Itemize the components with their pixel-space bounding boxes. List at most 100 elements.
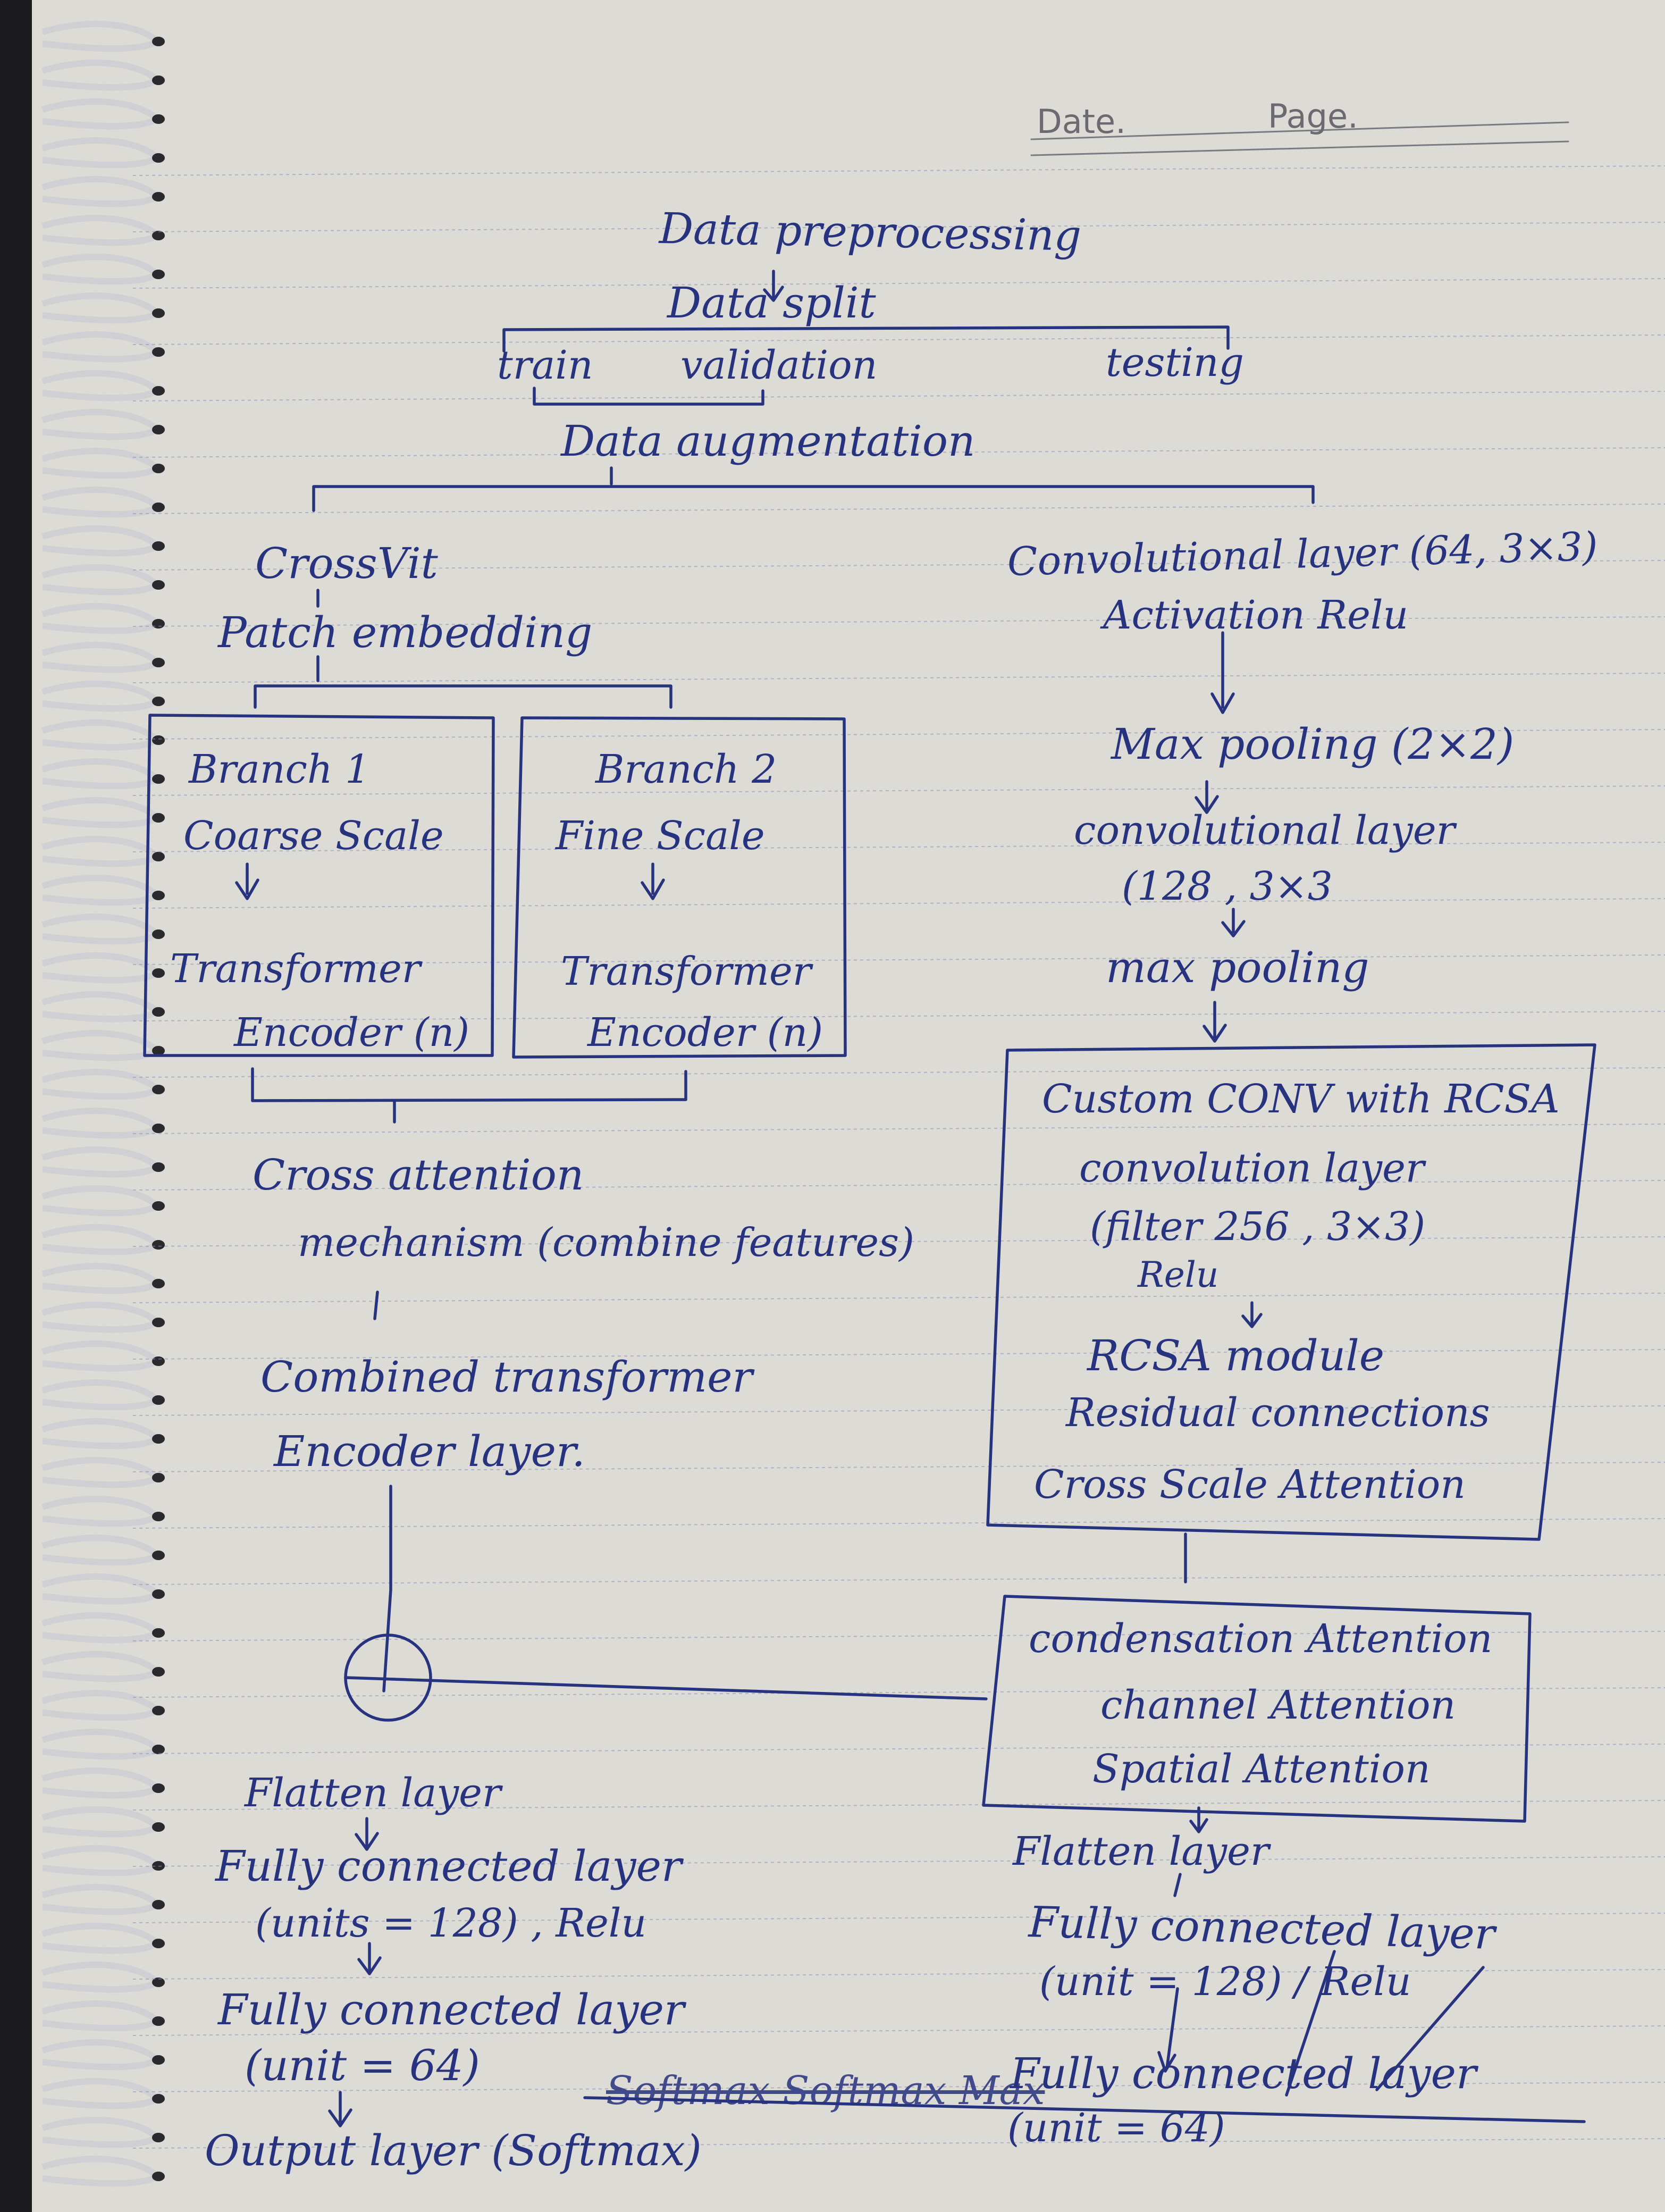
custom-conv-relu: Relu [1138, 1254, 1219, 1295]
ruled-line [132, 447, 1665, 458]
branch2-arrow [641, 862, 665, 900]
custom-conv-filter: (filter 256 , 3×3) [1090, 1204, 1426, 1250]
left-fc2-line2: (unit = 64) [245, 2041, 480, 2090]
combined-stem [382, 1485, 392, 1692]
binding-hole [152, 580, 165, 590]
binding-hole [152, 347, 165, 357]
ruled-line [132, 1969, 1665, 1980]
arrow-preprocessing-to-split [763, 270, 784, 302]
ruled-line [132, 334, 1665, 345]
spiral-binding [41, 21, 165, 2187]
ruled-line [132, 1856, 1665, 1867]
branch2-encoder-line1: Transformer [561, 949, 812, 994]
binding-hole [152, 2016, 165, 2026]
binding-hole [152, 1551, 165, 1560]
validation-label: validation [680, 342, 878, 388]
binding-hole [152, 1667, 165, 1677]
relu-slash [1285, 1950, 1336, 2097]
custom-conv-layer: convolution layer [1079, 1145, 1425, 1191]
output-layer-label: Output layer (Softmax) [205, 2126, 702, 2175]
split-bracket [502, 325, 1230, 353]
binding-hole [152, 425, 165, 434]
binding-hole [152, 308, 165, 318]
binding-hole [152, 37, 165, 46]
right-fc1-line2: (unit = 128) / Relu [1039, 1959, 1411, 2005]
binding-hole [152, 1085, 165, 1094]
arrow-flatten-fc1 [355, 1817, 379, 1851]
ruled-line [132, 1124, 1665, 1134]
header-rule-1 [1030, 121, 1569, 140]
branch-bracket [254, 684, 672, 709]
ruled-line [132, 785, 1665, 796]
crossvit-label: CrossVit [255, 539, 438, 588]
binding-hole [152, 658, 165, 667]
binding-hole [152, 774, 165, 784]
notebook-page [32, 0, 1665, 2212]
binding-hole [152, 1395, 165, 1405]
binding-hole [152, 1356, 165, 1366]
binding-hole [152, 1783, 165, 1793]
ruled-line [132, 560, 1665, 571]
conv1-line2: Activation Relu [1103, 592, 1409, 638]
ruled-line [132, 165, 1665, 176]
maxpool2-label: max pooling [1106, 943, 1369, 992]
left-fc2-line1: Fully connected layer [218, 1985, 685, 2034]
left-fc1-line2: (units = 128) , Relu [255, 1900, 647, 1946]
strike-line [583, 2096, 1586, 2123]
arrow-pool2-custom [1202, 1001, 1227, 1043]
condensation-box [982, 1595, 1532, 1823]
header-rule-2 [1030, 140, 1569, 156]
binding-hole [152, 2133, 165, 2142]
binding-hole [152, 270, 165, 279]
ruled-line [132, 898, 1665, 909]
binding-hole [152, 813, 165, 823]
ruled-lines [132, 165, 1665, 2149]
branch1-encoder-line2: Encoder (n) [234, 1010, 470, 1055]
train-label: train [497, 342, 593, 388]
maxpool1-label: Max pooling (2×2) [1111, 719, 1515, 769]
binding-hole [152, 1512, 165, 1521]
ruled-line [132, 1011, 1665, 1021]
ruled-line [132, 278, 1665, 289]
train-validation-bracket [533, 387, 764, 406]
combined-transformer-line2: Encoder layer. [274, 1427, 585, 1476]
arrow-fc1-fc2 [357, 1942, 382, 1975]
arrow-fc1-fc2-right [1157, 1987, 1179, 2073]
binding-hole [152, 1978, 165, 1987]
left-flatten-label: Flatten layer [245, 1770, 501, 1816]
ruled-line [132, 1180, 1665, 1191]
crossed-out-text: Softmax Softmax Max [606, 2068, 1045, 2114]
binding-hole [152, 1279, 165, 1288]
binding-hole [152, 1822, 165, 1832]
binding-hole [152, 1007, 165, 1017]
arrow-conv2-pool2 [1221, 908, 1246, 937]
branch2-encoder-line2: Encoder (n) [587, 1010, 823, 1055]
branch2-scale: Fine Scale [556, 813, 765, 859]
binding-hole [152, 231, 165, 240]
binding-hole [152, 891, 165, 900]
right-flatten-label: Flatten layer [1013, 1829, 1269, 1874]
ruled-line [132, 1462, 1665, 1472]
channel-attention-label: channel Attention [1100, 1682, 1456, 1728]
binding-hole [152, 386, 165, 396]
arrow-flatten-fc1-right [1173, 1873, 1182, 1897]
combined-transformer-line1: Combined transformer [260, 1352, 753, 1402]
custom-conv-title: Custom CONV with RCSA [1042, 1076, 1560, 1122]
binding-hole [152, 1318, 165, 1327]
page-label: Page. [1268, 97, 1358, 136]
branch1-title: Branch 1 [189, 747, 371, 792]
binding-hole [152, 464, 165, 473]
ruled-line [132, 504, 1665, 514]
ruled-line [132, 1913, 1665, 1923]
merge-bracket [251, 1067, 687, 1102]
binding-hole [152, 1706, 165, 1715]
binding-hole [152, 1201, 165, 1211]
relu-strike [1375, 1966, 1485, 2091]
ruled-line [132, 616, 1665, 627]
binding-hole [152, 76, 165, 85]
data-preprocessing-label: Data preprocessing [659, 204, 1082, 261]
ruled-line [132, 391, 1665, 401]
ruled-line [132, 1405, 1665, 1416]
cross-scale-attention-label: Cross Scale Attention [1034, 1462, 1466, 1507]
